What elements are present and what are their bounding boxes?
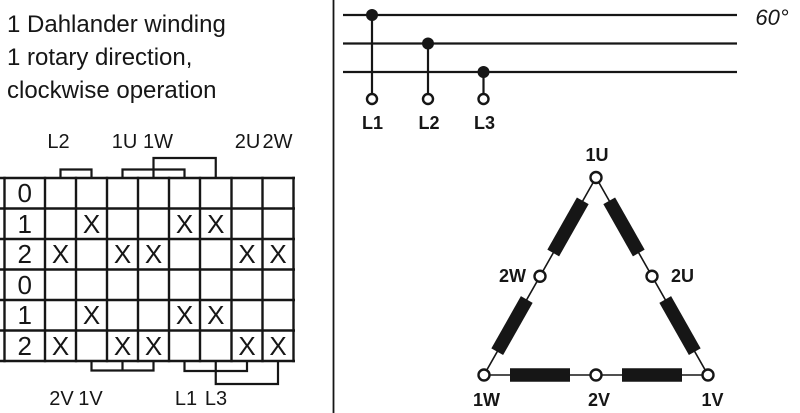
phase-dot-l2 — [422, 37, 434, 50]
top-terminal-label-2u: 2U — [234, 131, 261, 153]
terminal-circle-2v — [589, 368, 603, 382]
terminal-circle-l3 — [477, 92, 490, 106]
winding-bar-2v-1v — [622, 368, 682, 382]
terminal-circle-1w — [477, 368, 491, 382]
top-terminal-label-1u: 1U — [111, 131, 138, 153]
phase-dot-l1 — [366, 9, 378, 21]
phase-connection-dots — [366, 9, 490, 78]
winding-bar-2w-1w — [491, 296, 533, 356]
winding-label-1v: 1V — [701, 390, 724, 410]
row-position-label: 2 — [17, 239, 32, 270]
supply-bus-lines — [343, 13, 737, 94]
delta-winding-diagram — [477, 170, 715, 382]
caption-line-1: 1 Dahlander winding — [7, 11, 226, 38]
contact-x-mark: X — [144, 239, 163, 270]
row-position-label: 0 — [17, 269, 32, 300]
winding-bars — [491, 197, 701, 382]
contact-x-mark: X — [113, 239, 132, 270]
winding-label-1w: 1W — [473, 390, 500, 410]
contact-x-mark: X — [82, 300, 101, 331]
bottom-terminal-label-2v: 2V — [49, 388, 74, 410]
winding-label-2v: 2V — [587, 390, 611, 410]
caption-line-3: clockwise operation — [7, 77, 217, 104]
contact-x-mark: X — [238, 239, 256, 270]
winding-bar-2u-1v — [659, 296, 701, 356]
row-position-label: 0 — [17, 178, 32, 209]
winding-terminal-circles — [477, 170, 715, 382]
caption: 1 Dahlander winding 1 rotary direction, … — [7, 8, 226, 107]
row-position-label: 1 — [17, 208, 32, 239]
phase-label-l2: L2 — [418, 113, 440, 133]
jumper-2v-1v — [90, 361, 155, 372]
contact-x-mark: X — [51, 239, 70, 270]
terminal-circle-1u — [589, 170, 603, 185]
switch-table-grid — [0, 176, 295, 363]
terminal-circle-2u — [645, 269, 659, 283]
winding-label-2u: 2U — [670, 266, 695, 286]
phase-label-l1: L1 — [361, 113, 384, 133]
jumper-1w — [152, 156, 217, 178]
top-terminal-label-1w: 1W — [143, 131, 173, 153]
terminal-circle-2w — [533, 269, 547, 283]
contact-x-mark: X — [144, 330, 163, 361]
contact-x-mark: X — [175, 208, 194, 239]
terminal-circle-l2 — [421, 92, 435, 106]
top-terminal-label-l2: L2 — [47, 131, 70, 153]
row-position-label: 1 — [17, 300, 32, 331]
winding-bar-1u-2u — [603, 197, 645, 257]
jumper-l2 — [59, 168, 93, 178]
contact-x-mark: X — [269, 330, 287, 361]
contact-x-mark: X — [175, 300, 194, 331]
winding-bar-1w-2v — [510, 368, 570, 382]
terminal-circle-l1 — [365, 92, 379, 106]
switching-angle-label: 60° — [755, 5, 789, 30]
bottom-terminal-label-l1: L1 — [174, 388, 198, 410]
bottom-terminal-jumpers — [90, 361, 280, 386]
contact-x-mark: X — [238, 330, 256, 361]
winding-label-1u: 1U — [585, 145, 609, 165]
contact-x-mark: X — [269, 239, 287, 270]
contact-x-mark: X — [207, 300, 225, 331]
terminal-circle-1v — [701, 368, 715, 382]
row-position-label: 2 — [17, 330, 32, 361]
bottom-terminal-label-l3: L3 — [204, 388, 228, 410]
bottom-terminal-label-1v: 1V — [78, 388, 103, 410]
top-terminal-jumpers — [59, 156, 217, 178]
top-terminal-label-2w: 2W — [262, 131, 293, 153]
winding-bar-1u-2w — [547, 197, 589, 257]
contact-x-mark: X — [207, 208, 225, 239]
caption-line-2: 1 rotary direction, — [7, 44, 193, 71]
winding-label-2w: 2W — [499, 266, 526, 286]
contact-x-mark: X — [51, 330, 70, 361]
phase-label-l3: L3 — [473, 113, 496, 133]
phase-terminal-circles — [365, 92, 490, 106]
phase-dot-l3 — [477, 66, 490, 78]
contact-x-mark: X — [82, 208, 101, 239]
contact-x-mark: X — [113, 330, 132, 361]
jumper-l3 — [214, 361, 280, 386]
